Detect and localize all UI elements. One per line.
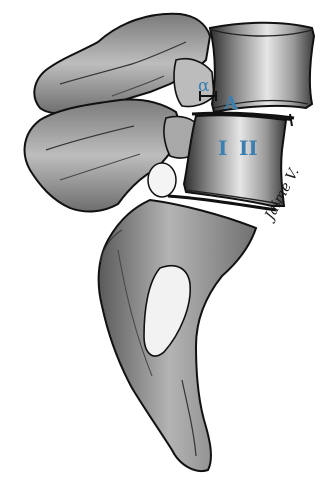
alpha-label: α: [198, 78, 209, 95]
sacrum: [99, 200, 256, 471]
i-label: I: [218, 138, 227, 158]
lower-vertebral-body: [184, 115, 286, 206]
ii-label: II: [239, 138, 258, 158]
a-label: A: [224, 95, 238, 113]
lower-posterior-elements: [25, 100, 182, 212]
